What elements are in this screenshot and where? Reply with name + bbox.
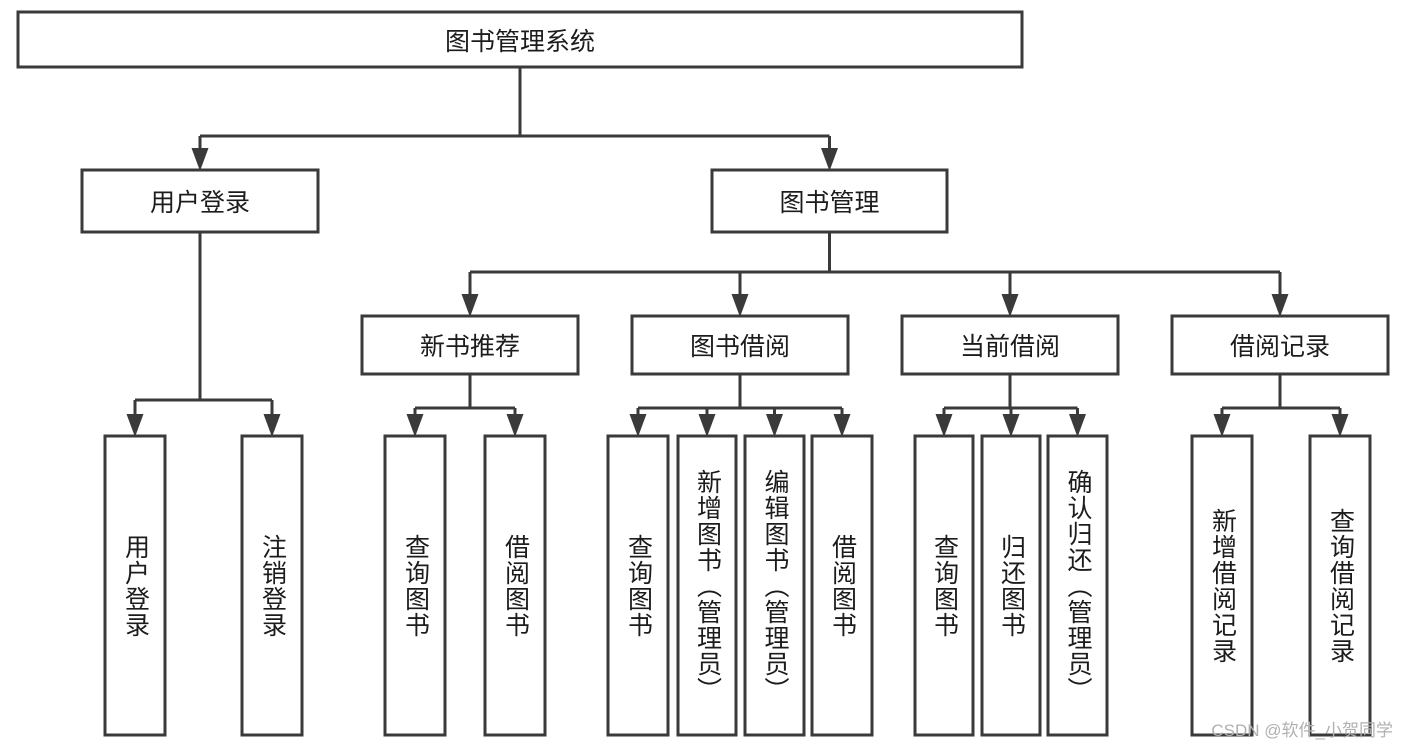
node-box-leaf-query-book-1[interactable] [383, 434, 447, 737]
arrow-head-icon [506, 414, 524, 437]
node-box-current-borrow[interactable] [900, 314, 1120, 376]
node-box-leaf-borrow-book-2[interactable] [810, 434, 874, 737]
edges-layer [126, 67, 1349, 437]
edge-group [629, 374, 851, 437]
edge-group [191, 67, 838, 171]
arrow-head-icon [1001, 294, 1019, 317]
node-box-borrow-record[interactable] [1170, 314, 1390, 376]
edge-group [1213, 374, 1349, 437]
edge-group [406, 374, 524, 437]
node-box-leaf-confirm-return[interactable] [1046, 434, 1109, 737]
arrow-head-icon [461, 294, 479, 317]
arrow-head-icon [1002, 414, 1020, 437]
arrow-head-icon [629, 414, 647, 437]
node-box-leaf-user-login[interactable] [103, 434, 167, 737]
arrow-head-icon [1213, 414, 1231, 437]
arrow-head-icon [1271, 294, 1289, 317]
node-box-book-borrow[interactable] [630, 314, 850, 376]
arrow-head-icon [406, 414, 424, 437]
edge-group [935, 374, 1086, 437]
arrow-head-icon [1069, 414, 1086, 437]
node-box-new-book-recommend[interactable] [360, 314, 580, 376]
edge-group [126, 232, 281, 437]
node-box-leaf-add-book[interactable] [676, 434, 738, 737]
node-box-leaf-borrow-book-1[interactable] [483, 434, 547, 737]
node-box-leaf-logout[interactable] [240, 434, 304, 737]
node-box-root[interactable] [16, 10, 1024, 69]
node-box-user-login[interactable] [80, 168, 320, 234]
node-box-leaf-edit-book[interactable] [743, 434, 806, 737]
node-box-leaf-query-book-2[interactable] [606, 434, 670, 737]
arrow-head-icon [935, 414, 953, 437]
node-box-leaf-add-record[interactable] [1190, 434, 1254, 737]
watermark: CSDN @软件_小贺同学 [1211, 721, 1393, 740]
arrow-head-icon [263, 414, 281, 437]
arrow-head-icon [833, 414, 851, 437]
edge-group [461, 232, 1289, 317]
arrow-head-icon [731, 294, 749, 317]
node-box-book-manage[interactable] [710, 168, 949, 234]
arrow-head-icon [191, 148, 209, 171]
arrow-head-icon [1331, 414, 1349, 437]
node-box-leaf-query-record[interactable] [1308, 434, 1372, 737]
arrow-head-icon [766, 414, 783, 437]
node-box-leaf-return-book[interactable] [980, 434, 1042, 737]
arrow-head-icon [126, 414, 144, 437]
nodes-layer [16, 10, 1390, 737]
arrow-head-icon [821, 148, 838, 171]
arrow-head-icon [698, 414, 716, 437]
node-box-leaf-query-book-3[interactable] [913, 434, 975, 737]
